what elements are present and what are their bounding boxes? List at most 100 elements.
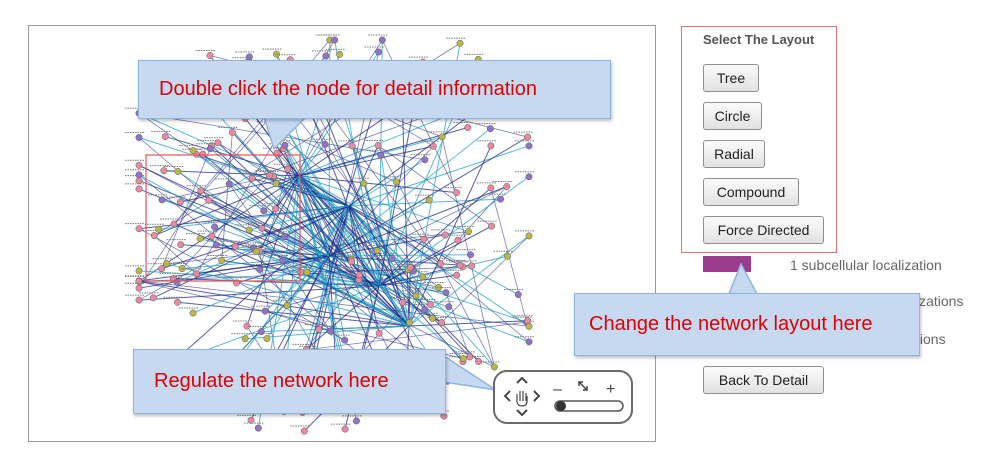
network-node[interactable] bbox=[247, 416, 255, 424]
network-node[interactable] bbox=[420, 235, 428, 243]
network-node[interactable] bbox=[212, 241, 220, 249]
network-node[interactable] bbox=[214, 139, 222, 147]
network-node[interactable] bbox=[273, 50, 280, 58]
network-node[interactable] bbox=[453, 189, 461, 197]
network-node[interactable] bbox=[254, 424, 262, 432]
pan-arrows-icon[interactable] bbox=[503, 376, 541, 417]
network-node[interactable] bbox=[348, 142, 356, 150]
network-node[interactable] bbox=[225, 180, 233, 188]
network-node[interactable] bbox=[158, 196, 166, 204]
network-node[interactable] bbox=[211, 223, 219, 231]
network-node[interactable] bbox=[135, 161, 143, 169]
network-node[interactable] bbox=[161, 133, 169, 141]
network-node[interactable] bbox=[467, 251, 474, 259]
network-node[interactable] bbox=[373, 247, 381, 255]
layout-tree-button[interactable]: Tree bbox=[703, 64, 759, 92]
network-node[interactable] bbox=[453, 271, 461, 279]
network-node[interactable] bbox=[464, 124, 472, 131]
network-node[interactable] bbox=[412, 292, 420, 300]
layout-force-directed-button[interactable]: Force Directed bbox=[703, 216, 824, 244]
network-node[interactable] bbox=[258, 224, 266, 232]
network-node[interactable] bbox=[336, 50, 344, 58]
network-node[interactable] bbox=[135, 284, 143, 292]
network-node[interactable] bbox=[177, 241, 185, 249]
network-zoom-control[interactable]: – + bbox=[493, 370, 633, 424]
network-node[interactable] bbox=[272, 180, 280, 187]
network-node[interactable] bbox=[438, 319, 445, 326]
network-node[interactable] bbox=[445, 303, 453, 311]
network-node[interactable] bbox=[497, 195, 505, 203]
network-node[interactable] bbox=[525, 232, 533, 240]
network-node[interactable] bbox=[377, 151, 385, 159]
network-node[interactable] bbox=[459, 355, 467, 363]
network-node[interactable] bbox=[525, 173, 533, 181]
network-node[interactable] bbox=[348, 258, 356, 266]
network-node[interactable] bbox=[205, 196, 213, 204]
network-node[interactable] bbox=[174, 168, 182, 175]
network-node[interactable] bbox=[375, 329, 383, 337]
network-node[interactable] bbox=[524, 133, 532, 141]
zoom-in-icon[interactable]: + bbox=[606, 381, 615, 398]
network-node[interactable] bbox=[228, 128, 236, 136]
network-node[interactable] bbox=[197, 187, 205, 195]
network-node[interactable] bbox=[265, 172, 273, 180]
network-node[interactable] bbox=[490, 363, 498, 371]
network-node[interactable] bbox=[429, 142, 437, 150]
network-node[interactable] bbox=[135, 134, 143, 141]
layout-radial-button[interactable]: Radial bbox=[703, 140, 765, 168]
network-node[interactable] bbox=[426, 301, 434, 308]
network-node[interactable] bbox=[378, 36, 386, 44]
network-node[interactable] bbox=[297, 268, 305, 276]
network-node[interactable] bbox=[174, 298, 181, 306]
network-node[interactable] bbox=[454, 236, 462, 244]
network-node[interactable] bbox=[189, 147, 197, 155]
network-node[interactable] bbox=[199, 150, 207, 158]
network-node[interactable] bbox=[155, 225, 163, 233]
network-node[interactable] bbox=[272, 205, 280, 213]
network-node[interactable] bbox=[135, 296, 143, 304]
network-node[interactable] bbox=[281, 141, 289, 149]
network-node[interactable] bbox=[504, 252, 511, 260]
network-node[interactable] bbox=[196, 235, 204, 243]
network-node[interactable] bbox=[421, 306, 429, 313]
network-node[interactable] bbox=[341, 425, 349, 433]
network-node[interactable] bbox=[456, 39, 464, 47]
network-node[interactable] bbox=[406, 264, 414, 271]
layout-circle-button[interactable]: Circle bbox=[703, 102, 762, 130]
network-node[interactable] bbox=[441, 231, 449, 239]
network-node[interactable] bbox=[284, 165, 292, 173]
network-node[interactable] bbox=[374, 141, 382, 149]
network-node[interactable] bbox=[525, 338, 533, 346]
back-to-detail-button[interactable]: Back To Detail bbox=[703, 366, 824, 394]
network-node[interactable] bbox=[243, 322, 251, 330]
network-node[interactable] bbox=[206, 145, 214, 153]
network-node[interactable] bbox=[438, 133, 446, 141]
network-node[interactable] bbox=[514, 291, 522, 298]
network-node[interactable] bbox=[279, 257, 287, 264]
network-node[interactable] bbox=[150, 232, 158, 239]
network-node[interactable] bbox=[353, 417, 360, 425]
network-node[interactable] bbox=[322, 52, 330, 60]
network-node[interactable] bbox=[160, 167, 168, 175]
network-node[interactable] bbox=[218, 257, 226, 264]
network-node[interactable] bbox=[315, 325, 323, 333]
network-node[interactable] bbox=[486, 125, 494, 133]
network-node[interactable] bbox=[503, 183, 511, 190]
network-node[interactable] bbox=[135, 225, 143, 233]
network-node[interactable] bbox=[392, 178, 400, 186]
network-node[interactable] bbox=[406, 319, 413, 326]
zoom-out-icon[interactable]: – bbox=[553, 381, 562, 398]
network-node[interactable] bbox=[487, 184, 495, 192]
network-node[interactable] bbox=[487, 142, 495, 150]
network-node[interactable] bbox=[206, 52, 214, 59]
network-node[interactable] bbox=[192, 270, 200, 278]
network-node[interactable] bbox=[388, 255, 396, 263]
network-node[interactable] bbox=[158, 265, 166, 273]
network-node[interactable] bbox=[149, 294, 157, 302]
network-node[interactable] bbox=[421, 156, 429, 164]
network-node[interactable] bbox=[245, 226, 253, 234]
network-node[interactable] bbox=[303, 268, 311, 276]
network-node[interactable] bbox=[263, 335, 271, 343]
network-node[interactable] bbox=[341, 336, 349, 344]
network-node[interactable] bbox=[135, 171, 143, 179]
